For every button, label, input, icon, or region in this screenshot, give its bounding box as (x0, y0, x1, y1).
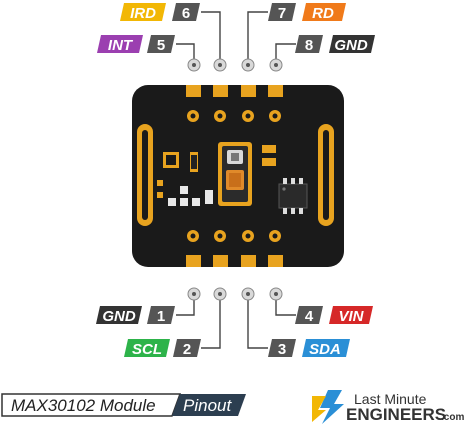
leader-lines (176, 11, 296, 349)
pin-5-number: 5 (157, 37, 165, 54)
brand-suffix: .com (441, 412, 464, 423)
brand-logo: Last Minute ENGINEERS .com (312, 390, 464, 424)
leader-gnd-top (275, 43, 296, 64)
max30102-sensor (218, 142, 252, 206)
leader-scl (201, 294, 221, 349)
pin-2-number: 2 (183, 341, 191, 358)
pin-6-number: 6 (182, 5, 190, 22)
int-label-bg (97, 35, 143, 53)
top-vias (187, 110, 281, 122)
gnd-top-label-bg (329, 35, 375, 53)
gnd-top-label: GND (334, 37, 368, 54)
pin-7-badge (268, 3, 296, 21)
leader-vin (275, 294, 296, 316)
pin-2-badge (173, 339, 201, 357)
bottom-pin-dots (187, 287, 283, 301)
module-name: MAX30102 Module (11, 396, 156, 415)
int-label: INT (108, 37, 134, 54)
leader-sda (247, 294, 268, 349)
leader-irq (201, 11, 221, 64)
pin-5-badge (147, 35, 175, 53)
pin-8-badge (295, 35, 323, 53)
scl-label: SCL (132, 341, 162, 358)
pin-3-sda: 3 SDA (268, 339, 350, 358)
leader-rd (247, 11, 268, 64)
pin-1-gnd: GND 1 (96, 306, 175, 325)
pin-4-badge (295, 306, 323, 324)
bottom-edge-pads (186, 255, 283, 267)
brand-line1: Last Minute (354, 391, 427, 407)
pin-6-badge (172, 3, 200, 21)
pin-7-rd: 7 RD (268, 3, 346, 22)
footer-title-bar: MAX30102 Module Pinout (1, 393, 246, 417)
vin-label-bg (329, 306, 373, 324)
sda-label: SDA (309, 341, 341, 358)
gnd-bottom-label: GND (102, 308, 136, 325)
gnd-bottom-label-bg (96, 306, 142, 324)
scl-label-bg (124, 339, 170, 357)
pin-2-scl: SCL 2 (124, 339, 201, 358)
max30102-board (132, 85, 344, 267)
pin-8-number: 8 (305, 37, 313, 54)
pinout-tag: Pinout (183, 396, 232, 415)
pin-1-badge (147, 306, 175, 324)
lightning-bolt-icon (312, 390, 344, 424)
pin-1-number: 1 (157, 308, 165, 325)
sda-label-bg (302, 339, 350, 357)
smd-components (157, 145, 276, 206)
brand-line2: ENGINEERS (346, 405, 446, 424)
pin-3-badge (268, 339, 296, 357)
pin-5-int: INT 5 (97, 35, 175, 54)
regulator-chip (278, 178, 308, 214)
bottom-vias (187, 230, 281, 242)
pin-4-number: 4 (305, 308, 314, 325)
pin-7-number: 7 (278, 5, 286, 22)
top-edge-pads (186, 85, 283, 97)
irq-label-bg (120, 3, 166, 21)
vin-label: VIN (338, 308, 364, 325)
pin-4-vin: 4 VIN (295, 306, 373, 325)
pin-3-number: 3 (278, 341, 286, 358)
pin-8-gnd: 8 GND (295, 35, 375, 54)
rd-label: RD (312, 5, 334, 22)
irq-label: IRD (130, 5, 156, 22)
top-pin-dots (187, 58, 283, 72)
leader-gnd-bottom (176, 294, 195, 316)
pinout-tag-bg (172, 394, 246, 416)
pin-6-irq: IRD 6 (120, 3, 200, 22)
leader-int (176, 43, 195, 64)
rd-label-bg (302, 3, 346, 21)
